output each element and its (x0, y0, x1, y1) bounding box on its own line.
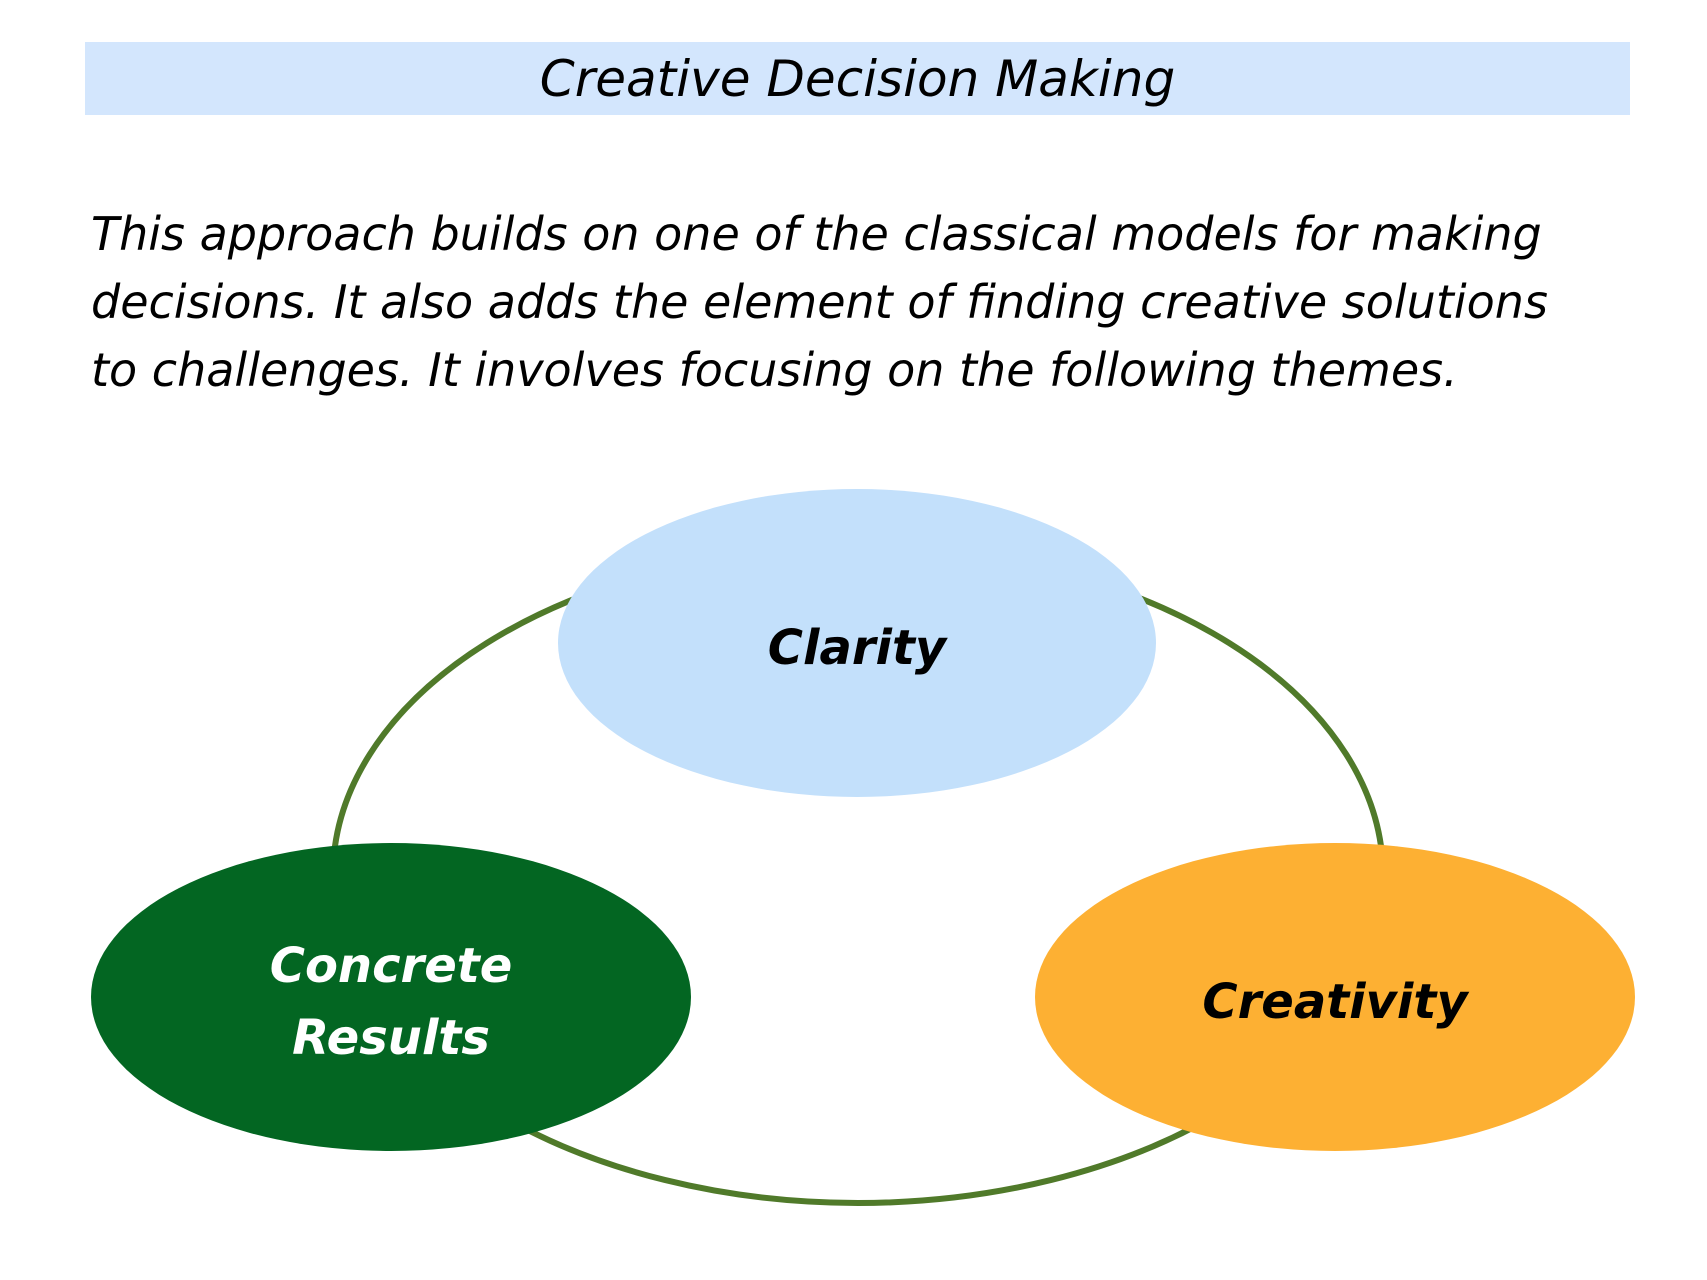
concrete-results-label-line2: Results (292, 1010, 490, 1066)
title-bar: Creative Decision Making (85, 42, 1630, 115)
concrete-results-node (91, 843, 691, 1151)
concrete-results-label-line1: Concrete (270, 938, 513, 994)
clarity-label: Clarity (768, 620, 948, 676)
clarity-node (558, 489, 1156, 797)
page-title: Creative Decision Making (539, 49, 1176, 108)
intro-paragraph: This approach builds on one of the class… (91, 200, 1691, 404)
intro-line: to challenges. It involves focusing on t… (91, 343, 1458, 397)
creativity-label: Creativity (1202, 974, 1469, 1030)
creativity-node (1035, 843, 1635, 1151)
intro-line: decisions. It also adds the element of f… (91, 275, 1548, 329)
intro-line: This approach builds on one of the class… (91, 207, 1542, 261)
